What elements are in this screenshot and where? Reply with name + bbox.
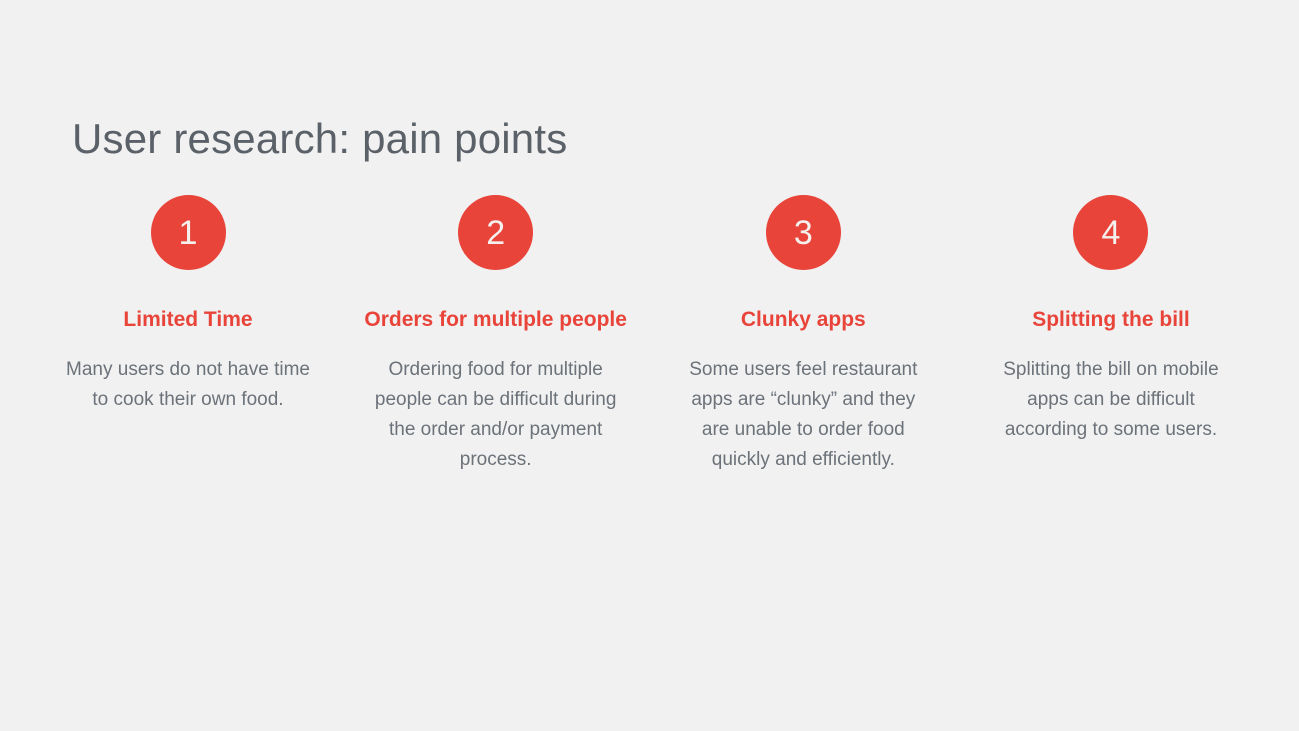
pain-point-number-badge: 4 (1073, 195, 1149, 270)
pain-point-heading: Splitting the bill (1032, 308, 1190, 331)
pain-point-description: Many users do not have time to cook thei… (66, 359, 310, 411)
pain-point-heading: Orders for multiple people (364, 308, 627, 331)
pain-points-list: 1 Limited Time Many users do not have ti… (36, 195, 1263, 475)
pain-point-description: Some users feel restaurant apps are “clu… (689, 359, 918, 471)
pain-point-item: 2 Orders for multiple people Ordering fo… (344, 195, 648, 475)
pain-point-heading: Clunky apps (740, 308, 866, 331)
pain-point-item: 4 Splitting the bill Splitting the bill … (959, 195, 1263, 445)
badge-number: 2 (486, 213, 506, 252)
badge-number: 3 (793, 213, 813, 252)
pain-point-description: Splitting the bill on mobile apps can be… (1003, 359, 1219, 441)
pain-point-description: Ordering food for multiple people can be… (374, 359, 617, 471)
pain-point-heading: Limited Time (123, 308, 253, 331)
badge-number: 4 (1101, 213, 1121, 252)
pain-point-number-badge: 1 (150, 195, 226, 270)
badge-number: 1 (178, 213, 198, 252)
pain-point-item: 1 Limited Time Many users do not have ti… (36, 195, 340, 415)
page-title: User research: pain points (72, 115, 568, 163)
pain-point-number-badge: 2 (458, 195, 534, 270)
pain-point-number-badge: 3 (765, 195, 841, 270)
pain-point-item: 3 Clunky apps Some users feel restaurant… (651, 195, 955, 475)
